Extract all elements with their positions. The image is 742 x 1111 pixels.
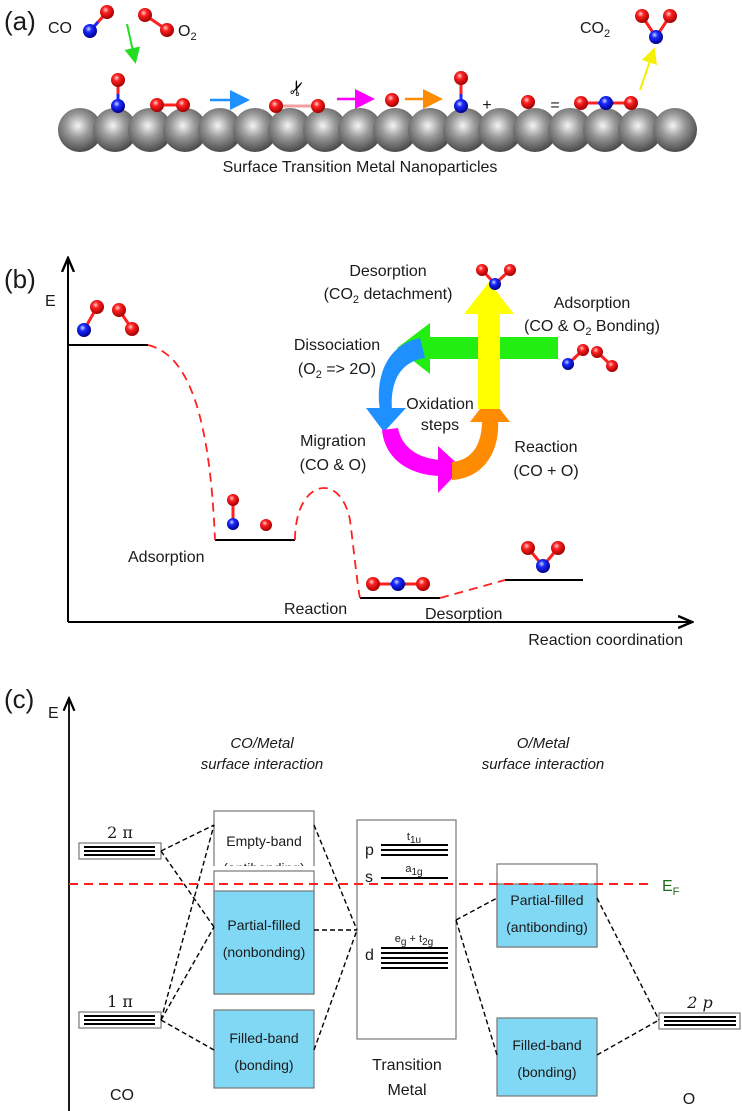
co-label: CO — [48, 20, 72, 37]
co-2pi-label: 2 π — [107, 823, 133, 842]
cycle-center-text-1: Oxidation — [406, 396, 474, 413]
o-metal-heading-2: surface interaction — [482, 756, 605, 773]
o-2p-lines — [664, 1016, 736, 1026]
dissociating-o2-icon: ✂ — [269, 77, 325, 113]
energy-axis-label: E — [45, 293, 56, 310]
cycle-center-text-2: steps — [421, 417, 459, 434]
reaction-co2-linear-icon — [366, 577, 430, 591]
cycle-dissociation-title: Dissociation — [294, 337, 380, 354]
o-atom-icon-2 — [521, 95, 535, 109]
o-metal-heading-1: O/Metal — [517, 735, 570, 752]
cycle-co-o2-icon — [562, 344, 618, 372]
cycle-adsorption-title: Adsorption — [554, 295, 631, 312]
plus-sign: + — [482, 97, 491, 114]
reaction-axis-label: Reaction coordination — [528, 632, 683, 649]
o2-molecule-icon — [138, 8, 174, 37]
panel-c-label: (c) — [4, 684, 34, 714]
adsorbed-co-icon-2 — [454, 71, 468, 113]
filled-band-right-box — [496, 1017, 598, 1097]
fermi-level-label: EF — [662, 878, 680, 898]
co-1pi-lines — [84, 1015, 155, 1025]
metal-p-levels — [381, 844, 448, 856]
adsorption-label: Adsorption — [128, 549, 205, 566]
desorption-co2-icon — [521, 541, 565, 573]
adsorbed-o2-icon — [150, 98, 190, 112]
adsorption-co-o-icon — [227, 494, 272, 531]
desorption-cycle-arrow — [478, 302, 500, 409]
partial-filled-nonbonding-text-2: (nonbonding) — [223, 944, 306, 960]
metal-s-label: s — [365, 869, 373, 886]
panel-a: (a) CO O2 — [4, 5, 697, 176]
scissors-icon: ✂ — [285, 77, 311, 100]
co-bottom-label: CO — [110, 1087, 134, 1104]
cycle-migration-title: Migration — [300, 433, 366, 450]
partial-filled-antibonding-area — [496, 883, 598, 948]
migration-cycle-arrow — [382, 428, 440, 476]
orbital-connectors — [160, 824, 660, 1056]
adsorb-arrow-icon — [124, 23, 141, 64]
o-atom-icon — [385, 93, 399, 107]
panel-a-label: (a) — [4, 6, 36, 36]
co2-label: CO2 — [580, 20, 610, 40]
filled-band-right-text-2: (bonding) — [517, 1064, 576, 1080]
cycle-migration-sub: (CO & O) — [300, 457, 367, 474]
metal-surface — [58, 108, 697, 152]
energy-path — [147, 344, 506, 599]
cycle-reaction-sub: (CO + O) — [513, 463, 578, 480]
cycle-desorption-sub: (CO2 detachment) — [324, 286, 453, 306]
desorb-arrow-icon — [639, 47, 657, 91]
filled-band-left-text-2: (bonding) — [234, 1057, 293, 1073]
empty-band-label-1: Empty-band — [226, 833, 301, 849]
energy-axis-label-c: E — [48, 705, 59, 722]
metal-p-label: p — [365, 842, 374, 859]
co2-linear-icon — [574, 96, 638, 110]
co2-bent-icon — [635, 9, 677, 44]
co-metal-heading-1: CO/Metal — [230, 735, 294, 752]
cycle-reaction-title: Reaction — [514, 439, 577, 456]
co-molecule-icon — [83, 5, 114, 38]
partial-filled-antibonding-text-1: Partial-filled — [510, 892, 583, 908]
surface-caption: Surface Transition Metal Nanoparticles — [223, 159, 498, 176]
o-bottom-label: O — [683, 1091, 695, 1108]
reaction-cycle-arrow — [452, 420, 499, 480]
panel-b: (b) E Reaction coordination — [4, 260, 690, 649]
cycle-co2-icon — [476, 264, 516, 290]
metal-d-levels — [381, 947, 448, 969]
t1u-label: t1u — [407, 831, 421, 846]
transition-metal-caption-1: Transition — [372, 1057, 442, 1074]
filled-band-left-text-1: Filled-band — [229, 1030, 298, 1046]
dissociation-cycle-arrow — [378, 338, 425, 410]
adsorbed-co-icon — [111, 73, 125, 113]
o2-label: O2 — [178, 23, 197, 43]
eg-t2g-label: eg + t2g — [395, 933, 433, 948]
transition-metal-caption-2: Metal — [387, 1082, 426, 1099]
desorption-label: Desorption — [425, 606, 502, 623]
metal-d-label: d — [365, 947, 374, 964]
oxidation-cycle-diagram: Oxidation steps Desorption (CO2 detachme… — [294, 263, 660, 493]
o-2p-label: 2 p — [686, 993, 713, 1012]
cycle-dissociation-sub: (O2 => 2O) — [298, 361, 376, 381]
cycle-adsorption-sub: (CO & O2 Bonding) — [524, 318, 660, 338]
equals-sign: = — [550, 97, 559, 114]
partial-filled-antibonding-text-2: (antibonding) — [506, 919, 588, 935]
partial-filled-nonbonding-area — [213, 890, 315, 995]
a1g-label: a1g — [405, 863, 422, 878]
filled-band-left-box — [213, 1009, 315, 1089]
cycle-desorption-title: Desorption — [349, 263, 426, 280]
partial-filled-nonbonding-text-1: Partial-filled — [227, 917, 300, 933]
co-1pi-label: 1 π — [107, 992, 133, 1011]
co-2pi-lines — [84, 846, 155, 856]
reaction-label: Reaction — [284, 601, 347, 618]
co-metal-heading-2: surface interaction — [201, 756, 324, 773]
initial-co-o2-icon — [77, 300, 139, 337]
filled-band-right-text-1: Filled-band — [512, 1037, 581, 1053]
panel-b-label: (b) — [4, 264, 36, 294]
